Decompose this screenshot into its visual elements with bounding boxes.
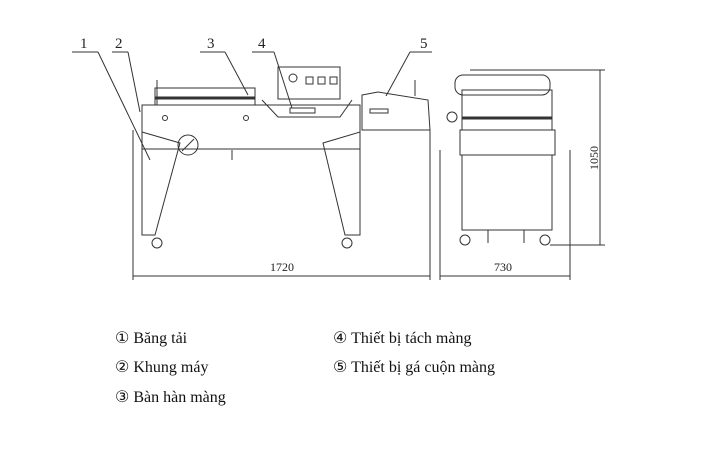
legend-item-3: ③ Bàn hàn màng — [115, 387, 226, 407]
callout-4: 4 — [258, 36, 266, 52]
dimension-1050: 1050 — [587, 146, 601, 170]
legend-label: Thiết bị tách màng — [351, 330, 472, 347]
legend-label: Băng tải — [133, 330, 188, 347]
legend-label: Bàn hàn màng — [133, 389, 226, 406]
callout-3: 3 — [207, 36, 215, 52]
side-view: 730 1050 — [439, 69, 605, 280]
dimension-730: 730 — [494, 260, 512, 274]
legend-item-4: ④ Thiết bị tách màng — [333, 328, 471, 348]
legend-label: Khung máy — [133, 359, 209, 376]
legend-number: ② — [115, 359, 130, 376]
callout-1: 1 — [80, 36, 88, 52]
front-view — [141, 66, 431, 249]
leader-lines — [72, 51, 432, 161]
dimension-1720: 1720 — [270, 260, 294, 274]
legend-item-1: ① Băng tải — [115, 328, 187, 348]
legend-item-2: ② Khung máy — [115, 357, 208, 377]
callout-5: 5 — [420, 36, 428, 52]
legend-number: ④ — [333, 330, 348, 347]
legend-number: ① — [115, 330, 130, 347]
callout-2: 2 — [115, 36, 123, 52]
front-dimension: 1720 — [132, 130, 431, 280]
legend-item-5: ⑤ Thiết bị gá cuộn màng — [333, 357, 495, 377]
legend-number: ③ — [115, 389, 130, 406]
legend-label: Thiết bị gá cuộn màng — [351, 359, 496, 376]
legend-number: ⑤ — [333, 359, 348, 376]
